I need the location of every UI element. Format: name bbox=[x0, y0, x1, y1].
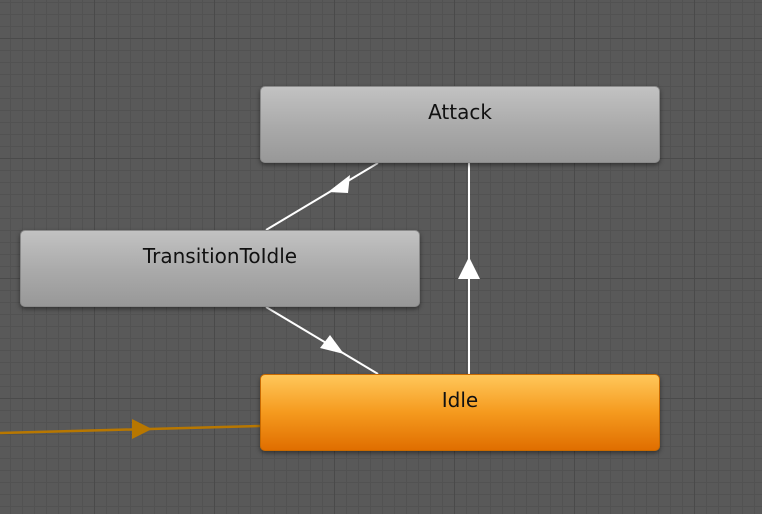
state-node-transitiontoidle[interactable]: TransitionToIdle bbox=[20, 230, 420, 307]
state-label-idle: Idle bbox=[441, 388, 479, 412]
transition-transitiontoidle-to-idle[interactable] bbox=[265, 306, 379, 375]
transition-transitiontoidle-to-attack[interactable] bbox=[265, 162, 379, 231]
arrowhead-idle-to-attack bbox=[458, 257, 480, 279]
arrowhead-transitiontoidle-to-idle bbox=[320, 335, 344, 354]
state-node-attack[interactable]: Attack bbox=[260, 86, 660, 163]
entry-transition-line[interactable] bbox=[0, 424, 261, 435]
entry-transition-arrowhead bbox=[132, 419, 152, 439]
arrowhead-transitiontoidle-to-attack bbox=[328, 175, 350, 193]
state-label-transitiontoidle: TransitionToIdle bbox=[142, 244, 298, 268]
state-node-idle[interactable]: Idle bbox=[260, 374, 660, 451]
state-label-attack: Attack bbox=[428, 100, 492, 124]
